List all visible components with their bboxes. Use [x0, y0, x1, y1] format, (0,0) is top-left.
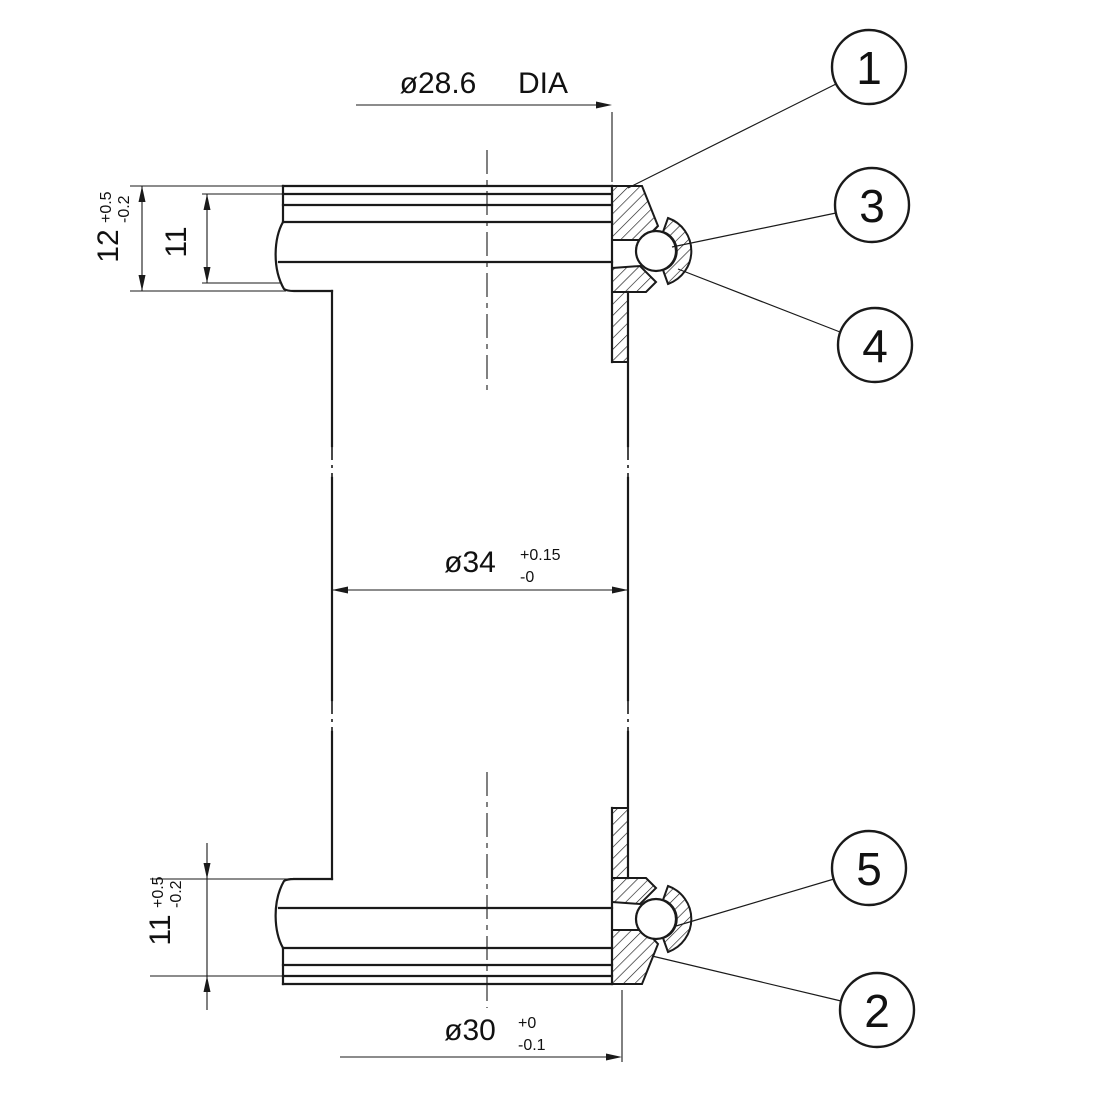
lower-outline-lines — [277, 906, 614, 986]
dim-11u-arrow-bottom — [203, 267, 211, 283]
dim-12-tol-minus: -0.2 — [116, 195, 133, 223]
dim-12-arrow-bottom — [138, 275, 146, 291]
dim-steerer-value: ø28.6 — [400, 67, 477, 100]
dim-11l-tol-minus: -0.2 — [168, 880, 185, 908]
dim-11l-arrow-top — [203, 863, 211, 879]
dimension-head-tube-bore: ø34 +0.15 -0 — [332, 546, 628, 594]
balloon-5-circle — [830, 829, 908, 907]
lower-bearing-ball — [634, 897, 678, 941]
dim-34-tol-plus: +0.15 — [520, 547, 561, 564]
dim-11l-arrow-bottom — [203, 976, 211, 992]
dim-11u-arrow-top — [203, 194, 211, 210]
balloon-4-circle — [836, 306, 914, 384]
dim-12-value: 12 — [92, 229, 125, 262]
head-tube — [330, 289, 630, 881]
dimension-lower-stack-11: 11 +0.5 -0.2 — [144, 843, 294, 1010]
upper-outline-lines — [277, 184, 614, 264]
lower-cup-assembly — [274, 806, 693, 986]
dim-11l-extensions — [150, 878, 294, 977]
dim-steerer-arrow — [596, 101, 612, 109]
upper-bearing-ball — [634, 229, 678, 273]
balloon-5: 5 — [675, 829, 908, 927]
balloon-3: 3 — [671, 166, 911, 248]
upper-sleeve-section — [611, 291, 629, 363]
dimension-crown-race-seat: ø30 +0 -0.1 — [340, 990, 623, 1062]
dim-34-tol-minus: -0 — [520, 569, 534, 586]
dimension-steerer-diameter: ø28.6 DIA — [356, 67, 613, 182]
dim-12-extensions — [130, 185, 286, 292]
balloon-1: 1 — [627, 28, 908, 189]
dim-30-arrow — [606, 1053, 622, 1061]
lower-sleeve-section — [611, 807, 629, 879]
upper-cup-assembly — [274, 184, 693, 364]
balloon-3-leader — [671, 212, 837, 248]
balloon-2-number: 2 — [864, 985, 890, 1037]
dim-11l-tol-plus: +0.5 — [150, 876, 167, 908]
balloon-2-circle — [838, 971, 916, 1049]
balloon-4-number: 4 — [862, 320, 888, 372]
dim-11l-value: 11 — [144, 914, 177, 945]
balloon-1-circle — [830, 28, 908, 106]
dim-34-value: ø34 — [444, 546, 496, 579]
lower-left-profile — [274, 877, 334, 986]
dim-11u-extensions — [202, 193, 283, 284]
balloon-5-leader — [675, 878, 835, 927]
balloon-4: 4 — [677, 268, 914, 384]
dim-30-tol-minus: -0.1 — [518, 1037, 546, 1054]
dim-11u-value: 11 — [160, 226, 193, 257]
dim-12-arrow-top — [138, 186, 146, 202]
balloon-3-number: 3 — [859, 180, 885, 232]
dim-30-value: ø30 — [444, 1014, 496, 1047]
balloon-2: 2 — [651, 955, 916, 1049]
balloon-1-leader — [627, 83, 837, 189]
balloon-5-number: 5 — [856, 843, 882, 895]
balloon-1-number: 1 — [856, 42, 882, 94]
dim-34-arrow-left — [332, 586, 348, 594]
dim-34-arrow-right — [612, 586, 628, 594]
balloon-2-leader — [651, 955, 842, 1002]
balloon-3-circle — [833, 166, 911, 244]
dim-steerer-suffix: DIA — [518, 67, 568, 100]
dim-30-tol-plus: +0 — [518, 1015, 536, 1032]
dimension-upper-stack-11: 11 — [160, 193, 283, 284]
dim-12-tol-plus: +0.5 — [98, 191, 115, 223]
upper-left-profile — [274, 184, 334, 293]
dimension-upper-stack-12: 12 +0.5 -0.2 — [92, 185, 286, 292]
balloon-4-leader — [677, 268, 841, 333]
